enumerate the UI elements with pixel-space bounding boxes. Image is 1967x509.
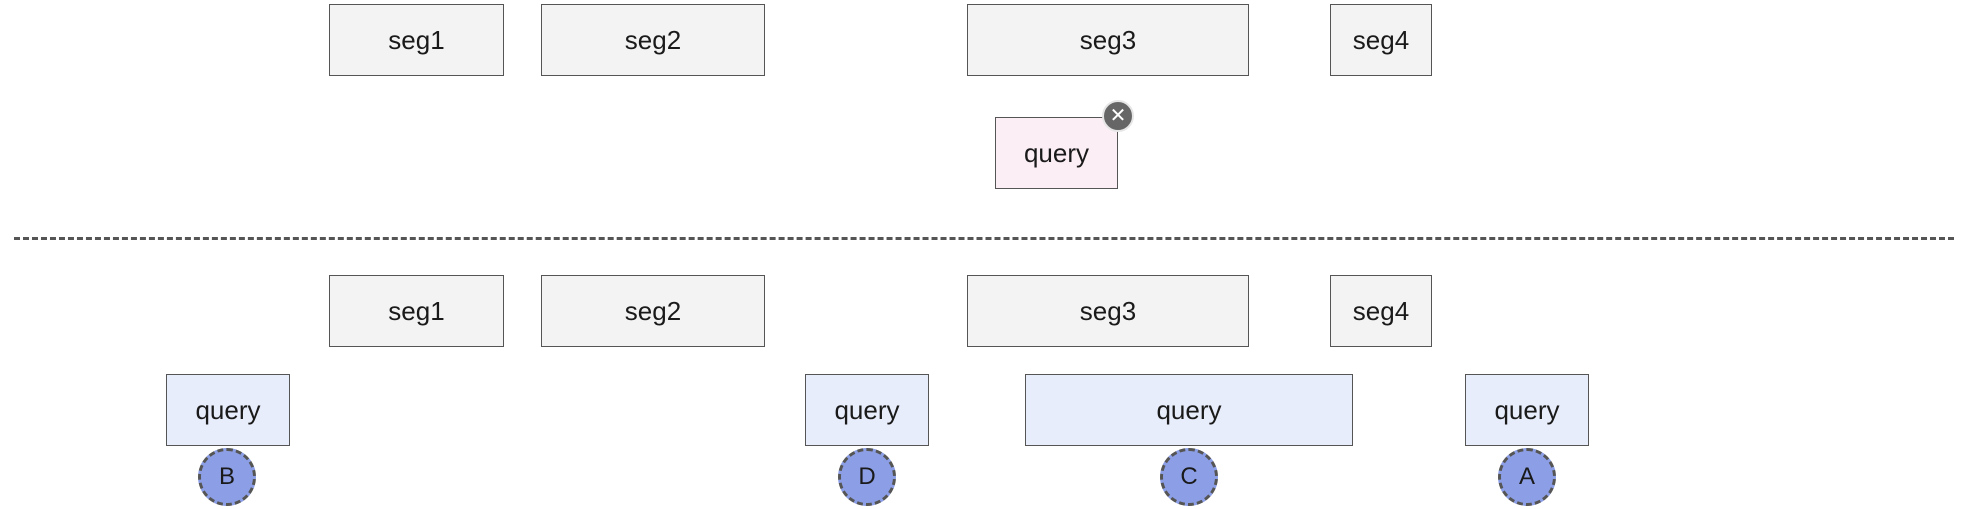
top-segment-4: seg4: [1330, 4, 1432, 76]
marker-b: B: [198, 448, 256, 506]
bottom-segment-1: seg1: [329, 275, 504, 347]
close-icon[interactable]: ✕: [1102, 100, 1134, 132]
bottom-segment-2: seg2: [541, 275, 765, 347]
query-box-b: query: [166, 374, 290, 446]
bottom-segment-4: seg4: [1330, 275, 1432, 347]
top-segment-1: seg1: [329, 4, 504, 76]
top-segment-3: seg3: [967, 4, 1249, 76]
section-divider: [14, 237, 1954, 240]
query-box-c: query: [1025, 374, 1353, 446]
bottom-segment-3: seg3: [967, 275, 1249, 347]
marker-c: C: [1160, 448, 1218, 506]
marker-d: D: [838, 448, 896, 506]
query-box-a: query: [1465, 374, 1589, 446]
top-segment-2: seg2: [541, 4, 765, 76]
top-query-box: query: [995, 117, 1118, 189]
marker-a: A: [1498, 448, 1556, 506]
query-box-d: query: [805, 374, 929, 446]
